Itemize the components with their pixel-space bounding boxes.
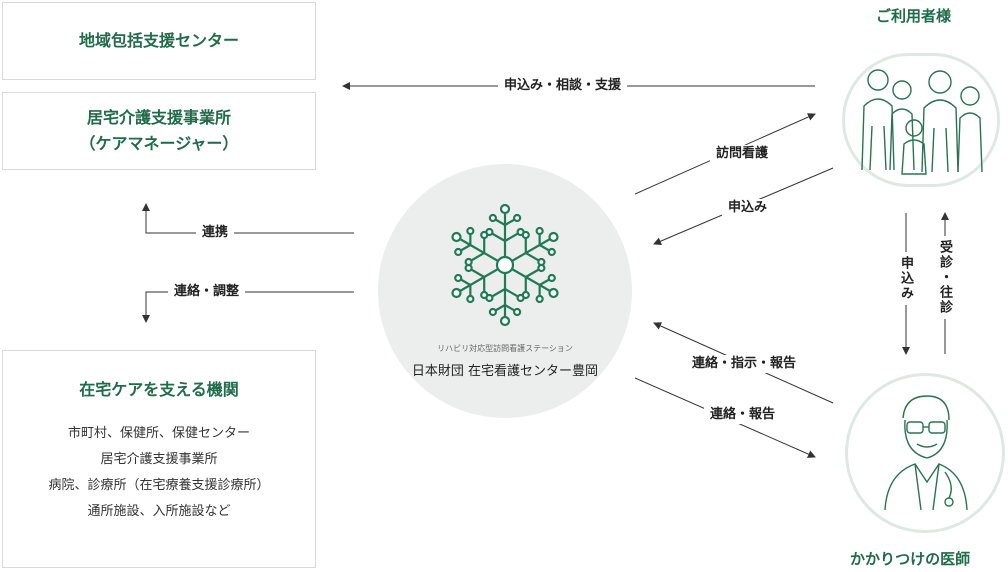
users-illustration [842,53,1000,187]
institution-line: 市町村、保健所、保健センター [67,426,250,441]
family-icon [861,69,983,175]
care-manager-office-title: 居宅介護支援事業所 [86,108,231,127]
cooperation-arrow-line [142,203,354,234]
center-name: 日本財団 在宅看護センター豊岡 [411,364,599,379]
contact-adjust-label: 連絡・調整 [168,283,246,301]
instruction-arrow-label: 連絡・指示・報告 [686,355,803,373]
institution-line: 通所施設、入所施設など [87,504,231,519]
care-manager-office-box: 居宅介護支援事業所 （ケアマネージャー） [2,92,316,170]
home-care-institutions-box: 在宅ケアを支える機関 市町村、保健所、保健センター 居宅介護支援事業所 病院、診… [2,350,316,568]
community-support-center-box: 地域包括支援センター [2,2,316,80]
apply-arrow-label: 申込み [722,199,774,217]
vertical-apply-label: 申込み [896,252,914,305]
doctor-title: かかりつけの医師 [850,550,971,568]
doctor-icon [884,395,968,511]
station-logo-icon [451,203,559,327]
home-care-institutions-title: 在宅ケアを支える機関 [79,380,239,399]
care-manager-office-subtitle: （ケアマネージャー） [79,134,239,153]
institution-line: 居宅介護支援事業所 [100,452,218,467]
vertical-visit-label: 受診・往診 [935,236,953,319]
doctor-illustration [845,373,1005,533]
contact-adjust-arrow-line [142,291,354,323]
cooperation-label: 連携 [196,224,235,242]
center-subtitle: リハビリ対応型訪問看護ステーション [437,344,573,353]
users-title: ご利用者様 [876,7,952,25]
institution-line: 病院、診療所（在宅療養支援診療所） [48,478,270,493]
report-arrow-label: 連絡・報告 [704,406,782,424]
top-arrow-label: 申込み・相談・支援 [498,77,628,95]
visit-arrow-label: 訪問看護 [710,145,775,163]
community-support-center-title: 地域包括支援センター [78,31,239,50]
